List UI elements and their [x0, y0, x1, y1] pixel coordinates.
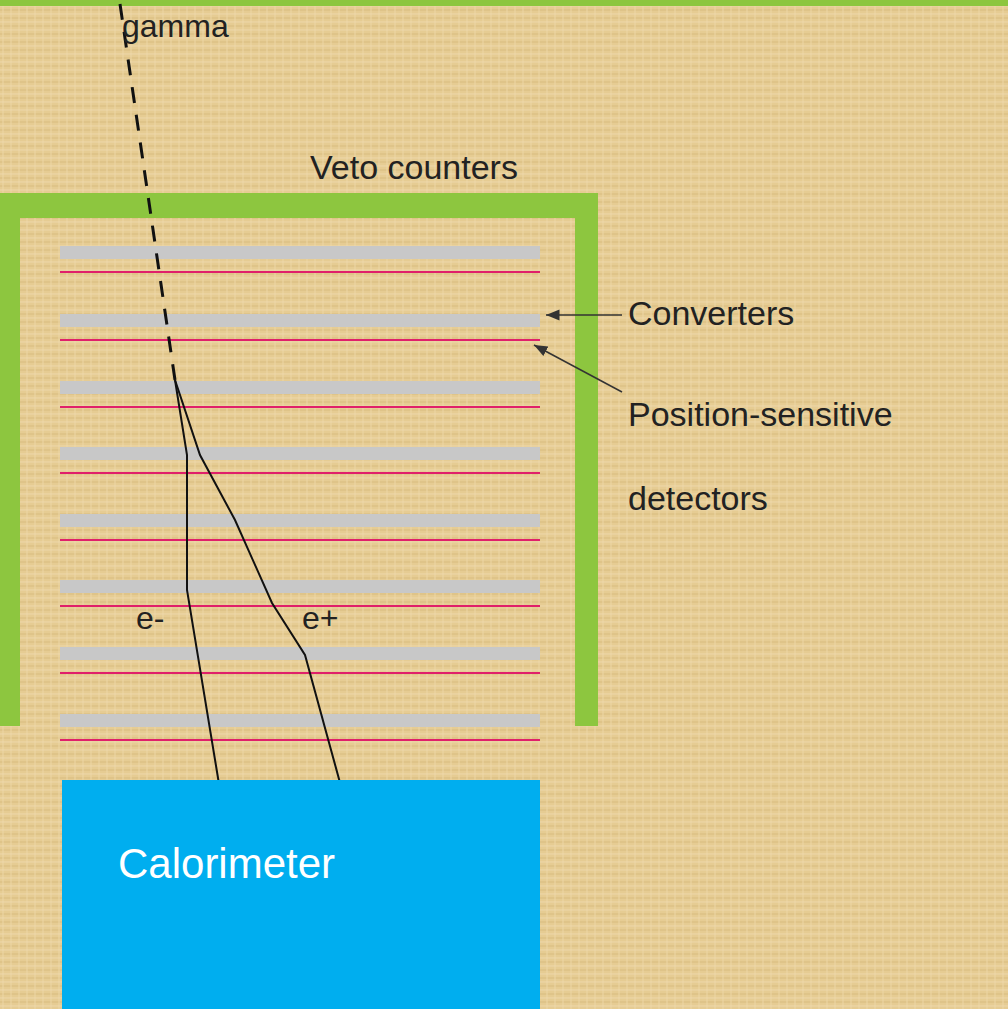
calorimeter-box: Calorimeter [62, 780, 540, 1009]
particle-label: e+ [302, 600, 338, 637]
converter-plate [60, 447, 540, 460]
part-label: Converters [628, 294, 794, 333]
position-detector [60, 739, 540, 741]
leader-line [534, 345, 622, 392]
particle-label: gamma [122, 8, 229, 45]
position-detector [60, 672, 540, 674]
position-detector [60, 406, 540, 408]
converter-plate [60, 381, 540, 394]
positron-track [175, 380, 342, 790]
position-detector [60, 605, 540, 607]
position-detector [60, 472, 540, 474]
converter-layers [60, 246, 540, 740]
particle-label: e- [136, 600, 164, 637]
position-detector [60, 271, 540, 273]
converter-plate [60, 314, 540, 327]
leader-line [546, 314, 622, 316]
converter-plate [60, 514, 540, 527]
converter-plate [60, 714, 540, 727]
electron-track [175, 380, 220, 790]
part-label: Position-sensitive detectors [628, 372, 988, 540]
top-bar [0, 0, 1008, 6]
box-title: Calorimeter [118, 840, 520, 888]
converter-plate [60, 580, 540, 593]
part-label: Veto counters [310, 148, 518, 187]
position-detector [60, 339, 540, 341]
position-detector [60, 539, 540, 541]
gamma-track [120, 4, 175, 380]
converter-plate [60, 246, 540, 259]
